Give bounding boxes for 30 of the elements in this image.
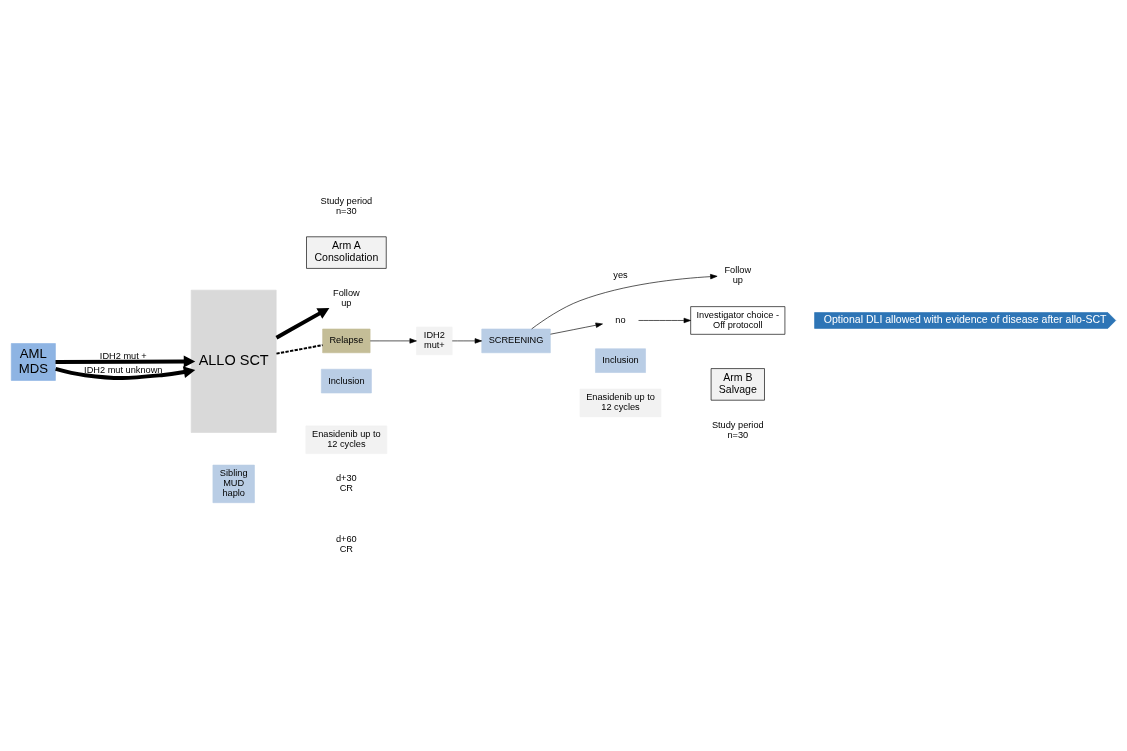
node-box: Arm B Salvage: [710, 368, 765, 401]
node-box: Inclusion: [595, 348, 646, 373]
node-box: ALLO SCT: [190, 289, 277, 433]
label: Study period n=30: [320, 195, 373, 216]
node-box: Arm A Consolidation: [306, 236, 387, 269]
edge-label: IDH2 mut +: [99, 350, 147, 361]
node-box: IDH2 mut+: [416, 326, 453, 356]
arrow: [55, 355, 196, 368]
connector: [275, 344, 324, 355]
arrow: [275, 307, 330, 340]
node-box: Investigator choice - Off protocoll: [690, 306, 786, 335]
node-box: SCREENING: [481, 328, 551, 354]
label: Study period n=30: [711, 420, 764, 440]
arrow: [369, 338, 417, 344]
node-box: Inclusion: [321, 368, 372, 394]
edge-label: IDH2 mut unknown: [84, 364, 163, 375]
arrow: [55, 366, 196, 380]
arrow: [638, 317, 691, 324]
label: d+30 CR: [335, 473, 357, 494]
arrow: [550, 322, 603, 335]
node-box: AML MDS: [10, 343, 56, 381]
edge-label: yes: [613, 270, 628, 281]
node-text: no: [615, 314, 626, 325]
arrow: [531, 274, 718, 330]
label: d+60 CR: [335, 534, 357, 554]
node-text: Follow up: [333, 288, 360, 309]
node-box: Relapse: [322, 328, 371, 354]
arrow: [451, 338, 482, 344]
node-box: Sibling MUD haplo: [212, 464, 255, 503]
node-text: Follow up: [724, 265, 752, 286]
